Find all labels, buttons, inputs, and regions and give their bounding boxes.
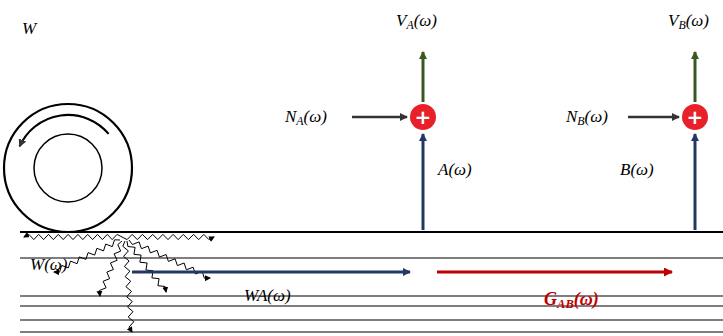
signal-label: VB(ω) xyxy=(668,12,709,31)
summing-junction: + xyxy=(681,103,709,131)
vibration-wave xyxy=(24,234,122,239)
rail-line xyxy=(20,295,723,296)
signal-label: A(ω) xyxy=(438,161,472,180)
vibration-wave xyxy=(122,234,214,239)
junction-fill xyxy=(410,104,436,130)
signal-label: GAB(ω) xyxy=(544,290,599,310)
vibration-wave xyxy=(123,241,134,332)
plus-sign: + xyxy=(681,103,709,131)
signal-label: B(ω) xyxy=(620,161,654,180)
junction-fill xyxy=(682,104,708,130)
noise-arrow xyxy=(628,116,679,119)
output-arrow xyxy=(694,52,697,102)
signal-label: NA(ω) xyxy=(285,108,327,127)
rail-line xyxy=(20,305,723,306)
wheel xyxy=(4,104,132,232)
wheel-hub xyxy=(34,134,102,202)
vibration-wave xyxy=(127,241,166,292)
transfer-arrow xyxy=(437,271,672,274)
sensor-arrow xyxy=(422,134,425,230)
noise-arrow xyxy=(352,116,407,119)
rail-top xyxy=(20,231,723,233)
vibration-waves xyxy=(24,234,214,332)
rail-line xyxy=(20,331,723,332)
wheel-rim xyxy=(4,104,132,232)
plus-sign: + xyxy=(409,103,437,131)
sensor-arrow xyxy=(694,134,697,230)
rail-lines xyxy=(20,232,723,332)
rotation-arrow xyxy=(20,115,109,146)
output-arrow xyxy=(422,52,425,102)
signal-label: NB(ω) xyxy=(566,108,608,127)
signal-label: WA(ω) xyxy=(244,287,291,306)
summing-junction: + xyxy=(409,103,437,131)
rail-line xyxy=(20,319,723,320)
signal-label: VA(ω) xyxy=(396,12,437,31)
signal-label: W(ω) xyxy=(30,256,68,275)
signal-label: W xyxy=(22,20,36,39)
vibration-wave xyxy=(99,241,122,296)
path-arrow xyxy=(132,271,410,274)
